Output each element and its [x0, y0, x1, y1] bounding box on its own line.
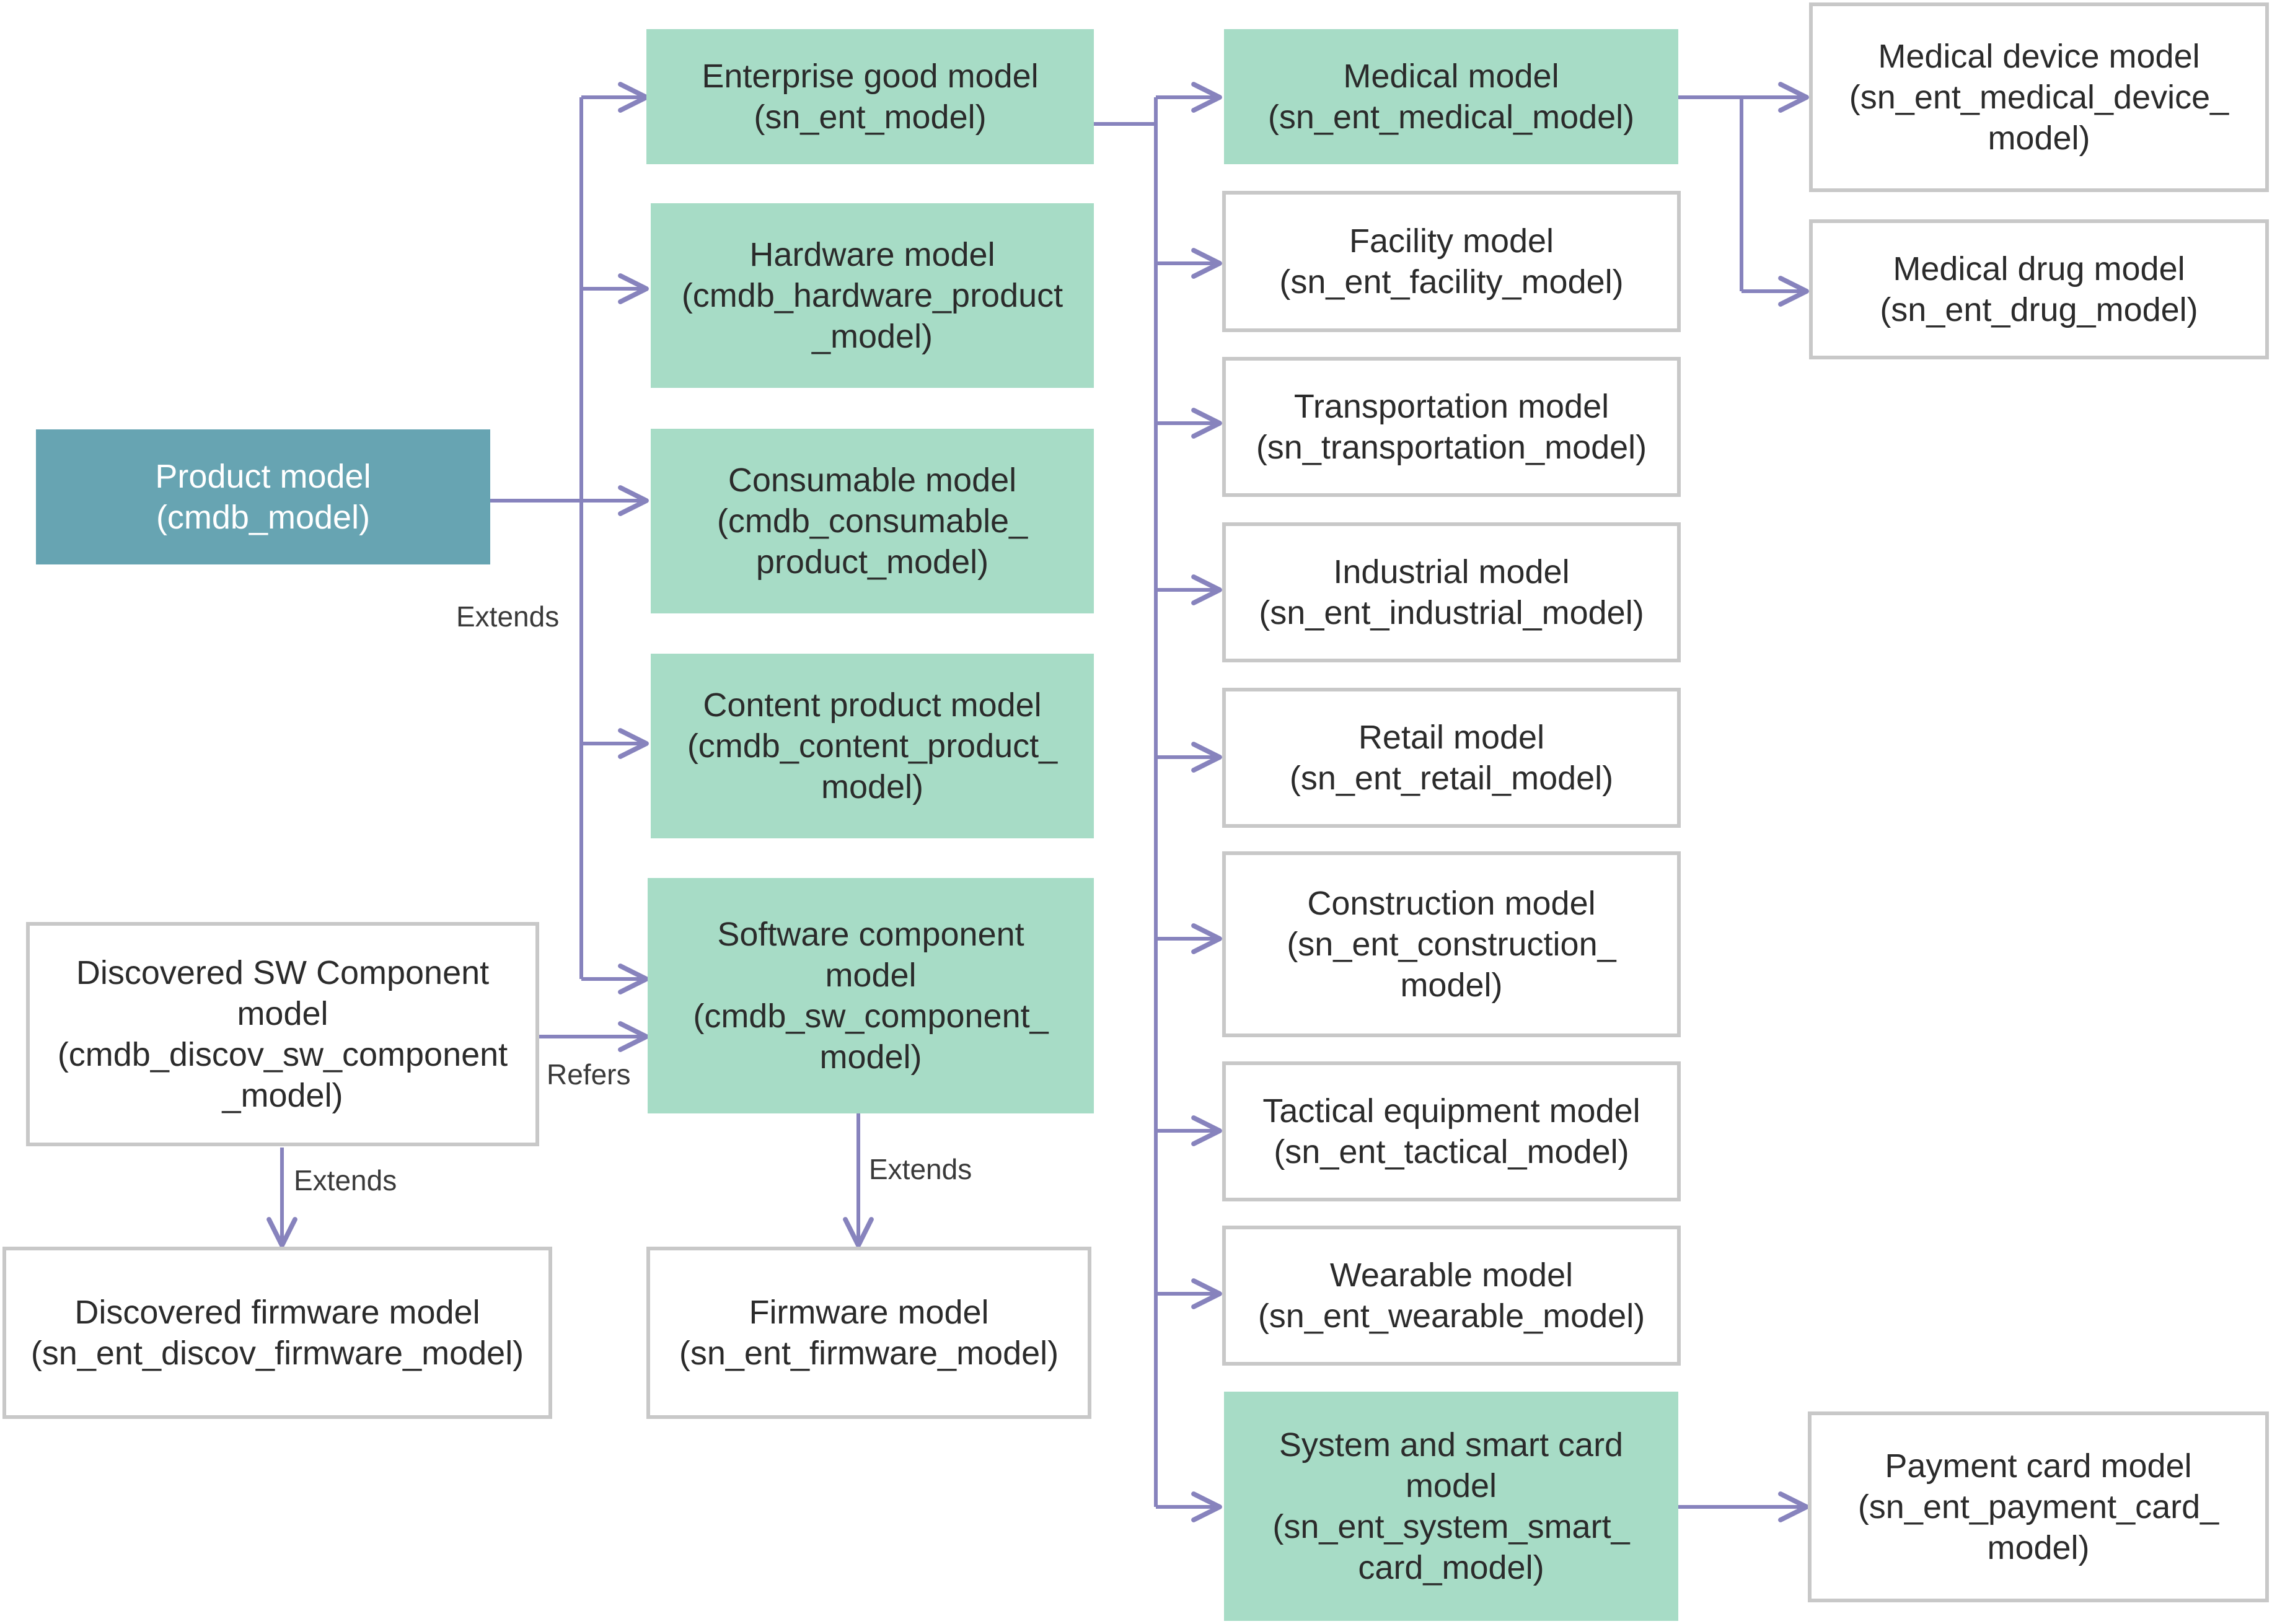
node-label: Construction model (sn_ent_construction_… — [1287, 885, 1616, 1004]
node-label: Firmware model (sn_ent_firmware_model) — [679, 1294, 1059, 1372]
construction-model-node: Construction model (sn_ent_construction_… — [1222, 851, 1681, 1037]
node-label: Medical drug model (sn_ent_drug_model) — [1880, 250, 2198, 328]
node-label: Retail model (sn_ent_retail_model) — [1289, 719, 1614, 797]
content-product-model-node: Content product model (cmdb_content_prod… — [651, 654, 1094, 838]
node-label: System and smart card model (sn_ent_syst… — [1272, 1426, 1630, 1586]
node-label: Product model (cmdb_model) — [155, 458, 371, 536]
extends-label-discovered: Extends — [294, 1164, 397, 1196]
product-model-node: Product model (cmdb_model) — [36, 429, 490, 564]
node-label: Software component model (cmdb_sw_compon… — [693, 916, 1049, 1076]
node-label: Transportation model (sn_transportation_… — [1256, 388, 1647, 466]
node-label: Payment card model (sn_ent_payment_card_… — [1857, 1447, 2219, 1566]
node-label: Discovered SW Component model (cmdb_disc… — [57, 954, 508, 1114]
extends-label-software: Extends — [869, 1153, 972, 1185]
transportation-model-node: Transportation model (sn_transportation_… — [1222, 357, 1681, 497]
node-label: Consumable model (cmdb_consumable_ produ… — [716, 462, 1028, 581]
refers-label: Refers — [547, 1058, 631, 1091]
retail-model-node: Retail model (sn_ent_retail_model) — [1222, 688, 1681, 828]
software-component-model-node: Software component model (cmdb_sw_compon… — [648, 878, 1094, 1113]
node-label: Tactical equipment model (sn_ent_tactica… — [1262, 1092, 1640, 1170]
extends-label-main: Extends — [456, 600, 560, 633]
tactical-equipment-model-node: Tactical equipment model (sn_ent_tactica… — [1222, 1061, 1681, 1201]
node-label: Discovered firmware model (sn_ent_discov… — [30, 1294, 524, 1372]
node-label: Facility model (sn_ent_facility_model) — [1279, 222, 1624, 301]
medical-device-model-node: Medical device model (sn_ent_medical_dev… — [1809, 2, 2269, 192]
node-label: Medical device model (sn_ent_medical_dev… — [1849, 38, 2229, 157]
medical-drug-model-node: Medical drug model (sn_ent_drug_model) — [1809, 219, 2269, 359]
node-label: Wearable model (sn_ent_wearable_model) — [1257, 1257, 1645, 1335]
node-label: Content product model (cmdb_content_prod… — [687, 687, 1058, 805]
industrial-model-node: Industrial model (sn_ent_industrial_mode… — [1222, 522, 1681, 662]
discovered-firmware-node: Discovered firmware model (sn_ent_discov… — [2, 1247, 552, 1419]
facility-model-node: Facility model (sn_ent_facility_model) — [1222, 191, 1681, 332]
system-smart-card-model-node: System and smart card model (sn_ent_syst… — [1224, 1392, 1678, 1621]
medical-model-node: Medical model (sn_ent_medical_model) — [1224, 29, 1678, 164]
node-label: Industrial model (sn_ent_industrial_mode… — [1259, 553, 1644, 631]
discovered-sw-component-node: Discovered SW Component model (cmdb_disc… — [26, 922, 539, 1146]
wearable-model-node: Wearable model (sn_ent_wearable_model) — [1222, 1226, 1681, 1366]
enterprise-good-model-node: Enterprise good model (sn_ent_model) — [646, 29, 1094, 164]
consumable-model-node: Consumable model (cmdb_consumable_ produ… — [651, 429, 1094, 613]
node-label: Hardware model (cmdb_hardware_product _m… — [681, 236, 1063, 355]
payment-card-model-node: Payment card model (sn_ent_payment_card_… — [1808, 1411, 2269, 1602]
firmware-model-node: Firmware model (sn_ent_firmware_model) — [646, 1247, 1091, 1419]
hardware-model-node: Hardware model (cmdb_hardware_product _m… — [651, 203, 1094, 388]
node-label: Enterprise good model (sn_ent_model) — [702, 58, 1039, 136]
node-label: Medical model (sn_ent_medical_model) — [1267, 58, 1635, 136]
